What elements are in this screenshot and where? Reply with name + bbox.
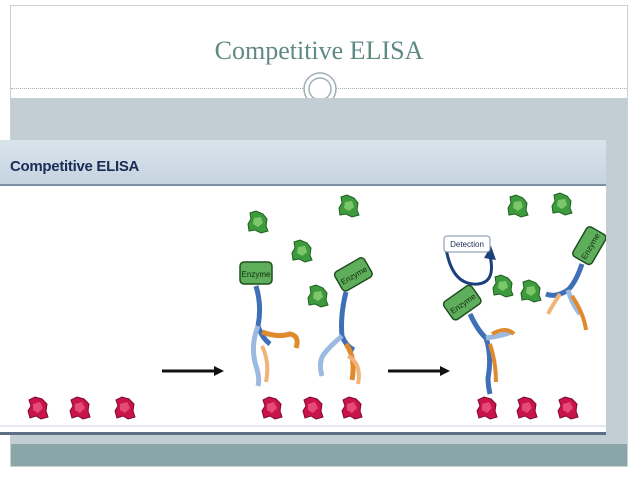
antigen-red-6 [341, 396, 363, 420]
antigen-red-9 [557, 396, 579, 420]
antigen-red-5 [302, 396, 324, 420]
antigen-red-2 [69, 396, 91, 420]
antibody-enzyme-conjugate-1: Enzyme [239, 261, 300, 387]
antigen-red-4 [261, 396, 283, 420]
enzyme-label-1: Enzyme [242, 270, 271, 279]
figure-header: Competitive ELISA [0, 140, 606, 186]
elisa-illustration: Enzyme Enzyme [0, 192, 607, 427]
antigen-red-3 [114, 396, 136, 420]
free-antigen-green-6 [551, 192, 573, 216]
arrow-icon [162, 366, 224, 376]
antibody-enzyme-conjugate-2: Enzyme [317, 257, 373, 385]
figure-title: Competitive ELISA [10, 158, 140, 175]
antigen-red-7 [476, 396, 498, 420]
free-antigen-green-2 [291, 239, 313, 263]
antibody-enzyme-conjugate-4: Enzyme [545, 226, 607, 331]
title-area: Competitive ELISA [11, 6, 627, 92]
free-antigen-green-8 [520, 279, 542, 303]
circle-ornament-icon [303, 72, 337, 106]
arrow-icon-2 [388, 366, 450, 376]
antigen-red-1 [27, 396, 49, 420]
detection-label: Detection [450, 240, 484, 249]
antigen-red-8 [516, 396, 538, 420]
figure-body: Enzyme Enzyme [0, 186, 607, 432]
free-antigen-green-7 [492, 274, 514, 298]
footer-strip [11, 444, 627, 466]
free-antigen-green-5 [507, 194, 529, 218]
free-antigen-green-3 [338, 194, 360, 218]
detection-arrow-icon: Detection [443, 235, 496, 286]
antibody-enzyme-conjugate-3: Enzyme [442, 284, 516, 395]
figure-bottom-edge [0, 432, 606, 435]
elisa-figure: Competitive ELISA [0, 140, 607, 440]
slide-title: Competitive ELISA [214, 36, 424, 65]
free-antigen-green-1 [247, 210, 269, 234]
free-antigen-green-4 [307, 284, 329, 308]
